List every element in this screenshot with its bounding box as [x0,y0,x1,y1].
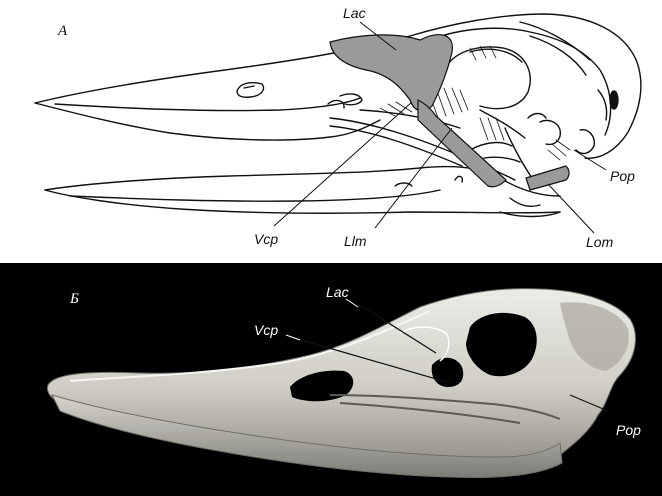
label-pop: Pop [610,168,635,184]
panel-b-render: Б Lac Vcp Pop [0,263,662,496]
ligament-lom [526,166,569,190]
label-lom: Lom [586,234,614,250]
cranium-outline [430,28,611,135]
nostril [237,83,264,98]
upper-bill-lower-edge [35,103,380,140]
skull-drawing: A Lac Vcp Llm Lom Pop [0,0,662,263]
label-llm: Llm [344,233,367,249]
orbit [445,47,530,109]
panel-b-letter: Б [69,291,79,307]
upper-bill-outline [35,14,641,158]
label-vcp: Vcp [254,231,278,247]
label-b-vcp: Vcp [254,322,278,338]
panel-a-drawing: A Lac Vcp Llm Lom Pop [0,0,662,263]
label-lac: Lac [343,5,366,21]
panel-a-letter: A [57,23,68,39]
skull-render: Б Lac Vcp Pop [0,263,662,496]
label-b-lac: Lac [326,284,349,300]
label-b-pop: Pop [616,422,641,438]
